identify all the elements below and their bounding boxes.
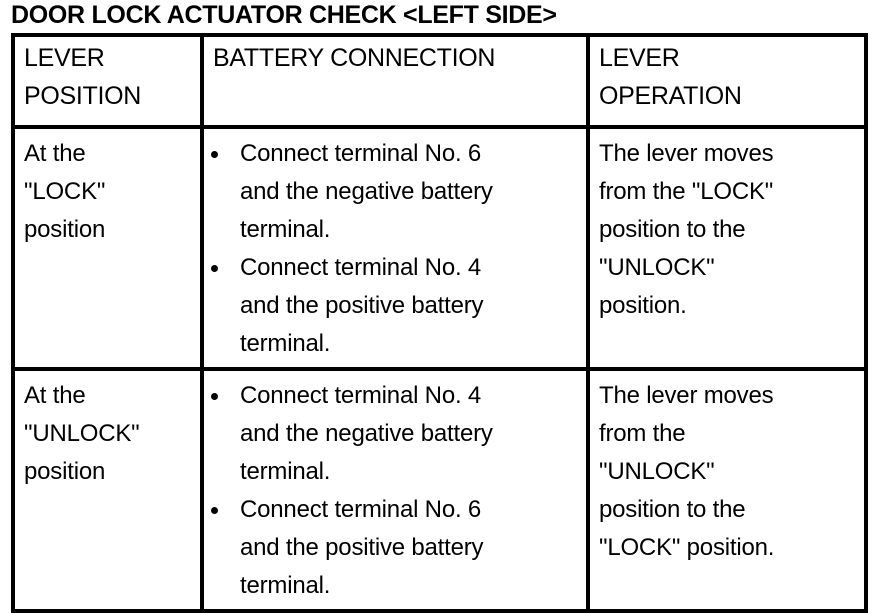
cell-lever-operation-row1: The lever moves from the "LOCK" position…: [586, 125, 868, 371]
bullet-row1-item2-line2: and the positive battery: [240, 292, 484, 319]
lever-operation-row2-line4: position to the: [599, 496, 746, 523]
list-item: Connect terminal No. 6 and the negative …: [204, 135, 582, 249]
table-row: At the "LOCK" position Connect terminal …: [11, 125, 868, 371]
lever-operation-row1-line1: The lever moves: [599, 140, 774, 167]
header-cell-lever-operation: LEVER OPERATION: [586, 33, 868, 129]
bullet-row2-item1-line3: terminal.: [240, 458, 331, 485]
header-lever-operation-line2: OPERATION: [599, 82, 742, 110]
battery-connection-list-row2: Connect terminal No. 4 and the negative …: [204, 377, 582, 605]
lever-operation-row1-line4: "UNLOCK": [599, 254, 715, 281]
header-cell-battery-connection: BATTERY CONNECTION: [200, 33, 590, 129]
lever-operation-row2-line3: "UNLOCK": [599, 458, 715, 485]
bullet-row1-item1-line1: Connect terminal No. 6: [240, 140, 482, 167]
lever-operation-row2-line1: The lever moves: [599, 382, 774, 409]
header-lever-position-line2: POSITION: [24, 82, 142, 110]
page-title: DOOR LOCK ACTUATOR CHECK <LEFT SIDE>: [11, 1, 557, 29]
bullet-row2-item1-line1: Connect terminal No. 4: [240, 382, 482, 409]
bullet-row2-item2-line3: terminal.: [240, 572, 331, 599]
bullet-row2-item2-line1: Connect terminal No. 6: [240, 496, 482, 523]
header-cell-lever-position: LEVER POSITION: [11, 33, 204, 129]
lever-position-row1-line3: position: [24, 216, 106, 243]
lever-operation-row1-line3: position to the: [599, 216, 746, 243]
bullet-row1-item1-line3: terminal.: [240, 216, 331, 243]
lever-position-row1-line1: At the: [24, 140, 86, 167]
lever-position-row2-line3: position: [24, 458, 106, 485]
door-lock-actuator-check-table: LEVER POSITION BATTERY CONNECTION LEVER …: [11, 33, 868, 613]
lever-position-row2-line1: At the: [24, 382, 86, 409]
header-battery-connection-line1: BATTERY CONNECTION: [213, 44, 496, 72]
lever-operation-row1-line2: from the "LOCK": [599, 178, 774, 205]
list-item: Connect terminal No. 4 and the negative …: [204, 377, 582, 491]
lever-position-row1-line2: "LOCK": [24, 178, 106, 205]
list-item: Connect terminal No. 4 and the positive …: [204, 249, 582, 363]
lever-operation-row2-line2: from the: [599, 420, 686, 447]
cell-battery-connection-row2: Connect terminal No. 4 and the negative …: [200, 367, 590, 613]
bullet-row1-item2-line3: terminal.: [240, 330, 331, 357]
cell-lever-position-row2: At the "UNLOCK" position: [11, 367, 204, 613]
battery-connection-list-row1: Connect terminal No. 6 and the negative …: [204, 135, 582, 363]
cell-battery-connection-row1: Connect terminal No. 6 and the negative …: [200, 125, 590, 371]
cell-lever-operation-row2: The lever moves from the "UNLOCK" positi…: [586, 367, 868, 613]
lever-position-row2-line2: "UNLOCK": [24, 420, 140, 447]
cell-lever-position-row1: At the "LOCK" position: [11, 125, 204, 371]
bullet-icon: [211, 507, 218, 514]
bullet-row1-item1-line2: and the negative battery: [240, 178, 493, 205]
lever-operation-row1-line5: position.: [599, 292, 687, 319]
bullet-row1-item2-line1: Connect terminal No. 4: [240, 254, 482, 281]
bullet-icon: [211, 151, 218, 158]
bullet-row2-item2-line2: and the positive battery: [240, 534, 484, 561]
bullet-icon: [211, 265, 218, 272]
header-lever-operation-line1: LEVER: [599, 44, 680, 72]
bullet-row2-item1-line2: and the negative battery: [240, 420, 493, 447]
header-lever-position-line1: LEVER: [24, 44, 105, 72]
table-row: At the "UNLOCK" position Connect termina…: [11, 367, 868, 613]
list-item: Connect terminal No. 6 and the positive …: [204, 491, 582, 605]
table-header-row: LEVER POSITION BATTERY CONNECTION LEVER …: [11, 33, 868, 129]
bullet-icon: [211, 393, 218, 400]
lever-operation-row2-line5: "LOCK" position.: [599, 534, 775, 561]
